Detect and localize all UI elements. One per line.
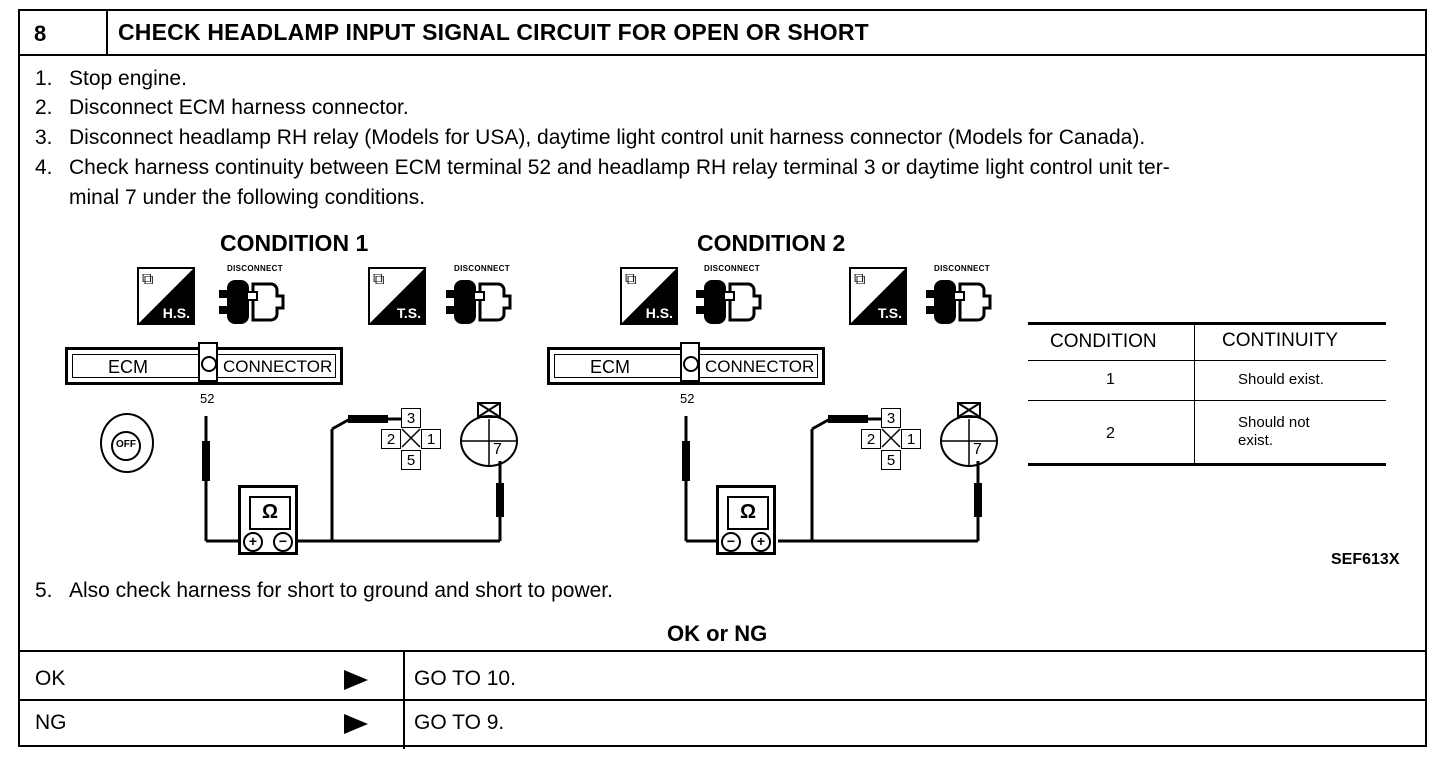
table-top-rule: [1028, 322, 1386, 325]
terminal-52-label: 52: [680, 391, 695, 406]
arrow-right-icon: [344, 714, 368, 734]
headlamp-connector: [940, 415, 998, 467]
disconnect-icon: DISCONNECT: [213, 264, 297, 332]
disconnect-icon: DISCONNECT: [440, 264, 524, 332]
result-title: OK or NG: [667, 621, 768, 646]
header-divider: [20, 54, 1425, 56]
step-5: 5.Also check harness for short to ground…: [35, 579, 613, 602]
circuit-wires: [202, 402, 998, 543]
table-header-condition: CONDITION: [1050, 331, 1157, 352]
relay-pin-3: 3: [881, 408, 901, 428]
table-cell-condition: 2: [1106, 425, 1115, 442]
step-1: 1.Stop engine.: [35, 67, 187, 90]
disconnect-icon: DISCONNECT: [920, 264, 1004, 332]
procedure-box: 8 CHECK HEADLAMP INPUT SIGNAL CIRCUIT FO…: [18, 9, 1427, 749]
relay-pin-3: 3: [401, 408, 421, 428]
step-4-cont: minal 7 under the following conditions.: [69, 186, 426, 209]
figure-id: SEF613X: [1331, 551, 1400, 568]
ohmmeter-icon: Ω −+: [716, 485, 776, 555]
ohmmeter-icon: Ω +−: [238, 485, 298, 555]
step-2: 2.Disconnect ECM harness connector.: [35, 96, 409, 119]
terminal-52-label: 52: [200, 391, 215, 406]
ecm-connector: ECM CONNECTOR: [547, 342, 825, 385]
condition-1-title: CONDITION 1: [220, 230, 369, 256]
headlamp-connector: [460, 415, 518, 467]
result-divider: [20, 650, 1425, 652]
relay-pin-1: 1: [421, 429, 441, 449]
step-3: 3.Disconnect headlamp RH relay (Models f…: [35, 126, 1146, 149]
result-row-divider: [20, 699, 1425, 701]
harness-side-icon: ⧉H.S.: [620, 267, 678, 325]
table-cell-continuity: Should exist.: [1238, 371, 1324, 388]
relay-pin-2: 2: [861, 429, 881, 449]
table-row-divider: [1028, 400, 1386, 401]
harness-side-icon: ⧉H.S.: [137, 267, 195, 325]
table-bottom-rule: [1028, 463, 1386, 466]
disconnect-icon: DISCONNECT: [690, 264, 774, 332]
relay-pin-2: 2: [381, 429, 401, 449]
result-ng-action: GO TO 9.: [414, 711, 505, 734]
condition-2-title: CONDITION 2: [697, 230, 846, 256]
result-ok-label: OK: [35, 667, 66, 690]
table-cell-condition: 1: [1106, 371, 1115, 388]
terminal-side-icon: ⧉T.S.: [368, 267, 426, 325]
lamp-pin-7: 7: [973, 441, 982, 458]
terminal-side-icon: ⧉T.S.: [849, 267, 907, 325]
arrow-right-icon: [344, 670, 368, 690]
relay-pin-5: 5: [401, 450, 421, 470]
table-header-divider: [1028, 360, 1386, 361]
step-title: CHECK HEADLAMP INPUT SIGNAL CIRCUIT FOR …: [118, 19, 869, 45]
result-ng-label: NG: [35, 711, 67, 734]
result-ok-action: GO TO 10.: [414, 667, 516, 690]
step-4: 4.Check harness continuity between ECM t…: [35, 156, 1170, 179]
lamp-pin-7: 7: [493, 441, 502, 458]
table-header-continuity: CONTINUITY: [1222, 330, 1339, 351]
ignition-key-icon: OFF: [100, 413, 154, 473]
relay-pin-5: 5: [881, 450, 901, 470]
ecm-connector: ECM CONNECTOR: [65, 342, 343, 385]
step-number: 8: [20, 11, 108, 56]
table-column-divider: [1194, 325, 1195, 463]
relay-pin-1: 1: [901, 429, 921, 449]
